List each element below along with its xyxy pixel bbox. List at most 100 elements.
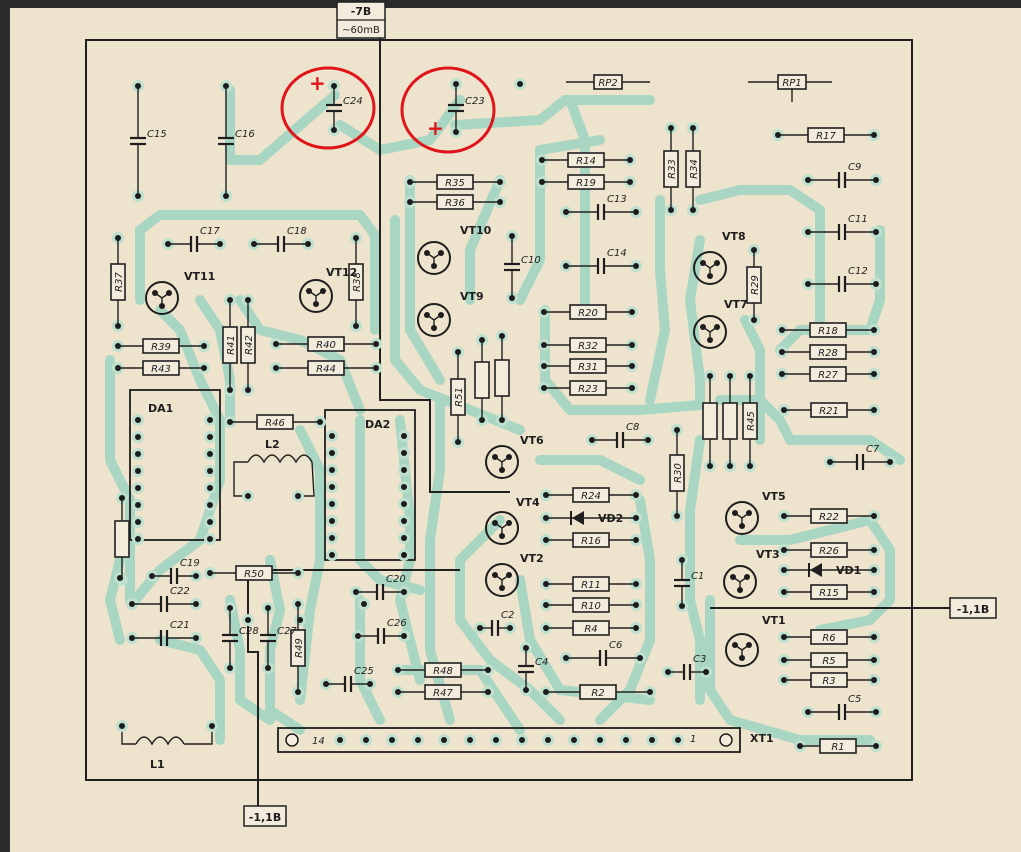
resistor-r6: R6 <box>784 629 874 645</box>
capacitor-label: C8 <box>626 422 639 433</box>
capacitor-label: C6 <box>609 640 622 651</box>
resistor-r14: R14 <box>542 152 630 168</box>
capacitor-label: C21 <box>170 620 190 631</box>
resistor-label: R29 <box>750 275 761 295</box>
transistor-label: VT7 <box>724 298 748 311</box>
capacitor-c25: C25 <box>326 666 374 692</box>
connector-pin <box>672 734 684 746</box>
transistor-vt7: VT7 <box>693 298 748 349</box>
ic-da2-pin <box>398 464 410 476</box>
capacitor-c28: C28 <box>222 608 259 668</box>
resistor-r49: R49 <box>290 604 306 692</box>
solder-pad <box>114 572 126 584</box>
connector-pin <box>464 734 476 746</box>
resistor-label: R21 <box>819 406 839 417</box>
capacitor-label: C24 <box>343 96 363 107</box>
capacitor-label: C10 <box>521 255 541 266</box>
resistor-r17: R17 <box>778 127 874 143</box>
ic-da1: DA1 <box>129 389 221 541</box>
capacitor-label: C28 <box>239 626 259 637</box>
resistor-label: R4 <box>584 624 597 635</box>
resistor-label: R34 <box>689 159 700 179</box>
ic-da2-pin <box>398 481 410 493</box>
resistor-r28: R28 <box>782 344 874 360</box>
transistor-vt1: VT1 <box>725 614 786 667</box>
inductor-l1-label: L1 <box>150 758 165 771</box>
resistor-r10: R10 <box>546 597 636 613</box>
capacitor-c15: C15 <box>130 86 167 196</box>
resistor-label: R49 <box>294 638 305 658</box>
capacitor-c8: C8 <box>592 422 648 448</box>
connector-pin <box>412 734 424 746</box>
resistor-r15: R15 <box>784 584 874 600</box>
ic-da1-pin <box>132 533 144 545</box>
resistor-r2: R2 <box>546 684 650 700</box>
connector-pin <box>360 734 372 746</box>
resistor-label: R15 <box>819 588 839 599</box>
capacitor-c12: C12 <box>808 266 876 292</box>
resistor-label: R10 <box>581 601 601 612</box>
ic-da1-pin <box>132 414 144 426</box>
ic-da1-pin <box>132 499 144 511</box>
capacitor-c19: C19 <box>152 558 200 584</box>
capacitor-label: C1 <box>691 571 704 582</box>
ic-da2-label: DA2 <box>365 418 390 431</box>
resistor-label: R36 <box>445 198 465 209</box>
resistor-unlabeled <box>474 340 490 420</box>
resistor-r45: R45 <box>742 376 758 466</box>
solder-pad <box>242 614 254 626</box>
capacitor-c26: C26 <box>358 618 407 644</box>
ic-da2-pin <box>398 430 410 442</box>
resistor-label: R51 <box>454 387 465 407</box>
plus-mark-c24: + <box>309 71 326 95</box>
resistor-r23: R23 <box>544 380 632 396</box>
resistor-label: R30 <box>673 463 684 483</box>
solder-pad <box>116 720 128 732</box>
transistor-vt4: VT4 <box>485 496 540 545</box>
resistor-label: R47 <box>433 688 453 699</box>
connector-pin <box>568 734 580 746</box>
trimmer-rp2-label: RP2 <box>598 78 617 89</box>
capacitor-label: C4 <box>535 657 548 668</box>
capacitor-c1: C1 <box>674 560 704 606</box>
capacitor-c10: C10 <box>504 236 541 298</box>
diode-vd1: VD1 <box>784 563 874 577</box>
connector-pin <box>594 734 606 746</box>
connector-pin <box>516 734 528 746</box>
solder-pad <box>514 78 526 90</box>
resistor-label: R5 <box>822 656 835 667</box>
capacitor-c3: C3 <box>668 654 706 680</box>
resistor-r27: R27 <box>782 366 874 382</box>
ic-da1-pin <box>132 431 144 443</box>
diode-label: VD1 <box>836 564 861 577</box>
connector-pin <box>542 734 554 746</box>
resistor-label: R43 <box>151 364 171 375</box>
capacitor-c20: C20 <box>356 574 406 600</box>
ic-da2-pin <box>326 430 338 442</box>
connector-pin <box>386 734 398 746</box>
bias-left-label: -1,1B <box>249 811 281 824</box>
supply-voltage-label: -7B <box>351 5 372 18</box>
resistor-r35: R35 <box>410 174 500 190</box>
resistor-r5: R5 <box>784 652 874 668</box>
connector-pin-14-label: 14 <box>312 736 325 747</box>
transistor-label: VT9 <box>460 290 484 303</box>
resistor-r20: R20 <box>544 304 632 320</box>
trimmer-rp1: RP1 <box>748 74 832 102</box>
resistor-r41: R41 <box>222 300 238 390</box>
resistor-label: R11 <box>581 580 601 591</box>
resistor-r18: R18 <box>782 322 874 338</box>
resistor-r51: R51 <box>450 352 466 442</box>
polarity-highlights: + + <box>280 66 496 154</box>
solder-pad <box>206 720 218 732</box>
transistor-label: VT6 <box>520 434 544 447</box>
capacitor-label: C13 <box>607 194 627 205</box>
resistor-label: R28 <box>818 348 838 359</box>
ic-da2-pin <box>326 515 338 527</box>
resistor-r3: R3 <box>784 672 874 688</box>
resistor-unlabeled <box>722 376 738 466</box>
capacitor-c2: C2 <box>480 610 514 636</box>
capacitor-c21: C21 <box>132 620 196 646</box>
